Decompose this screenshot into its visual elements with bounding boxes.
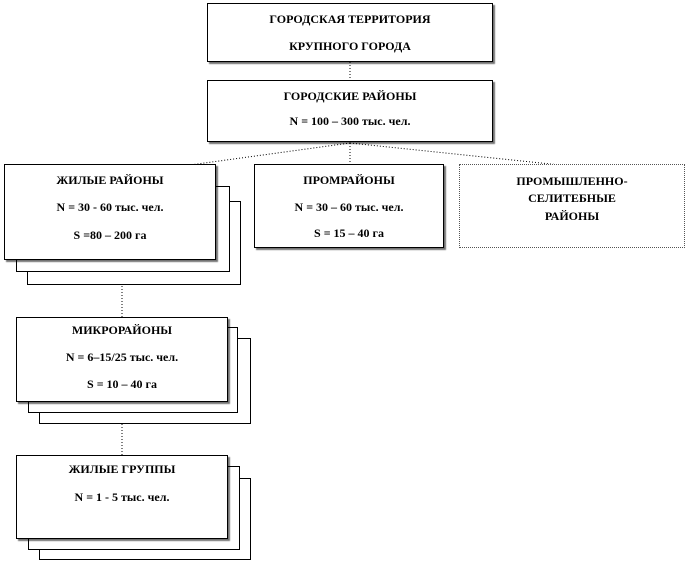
residential-population: N = 30 - 60 тыс. чел. [56, 200, 164, 214]
residential-area: S =80 – 200 га [73, 228, 147, 242]
residential-groups-box: ЖИЛЫЕ ГРУППЫ N = 1 - 5 тыс. чел. [16, 455, 228, 539]
connector-to-mixed [349, 142, 561, 166]
city-districts-population: N = 100 – 300 тыс. чел. [289, 114, 411, 128]
industrial-population: N = 30 – 60 тыс. чел. [294, 200, 404, 214]
residential-title: ЖИЛЫЕ РАЙОНЫ [56, 173, 164, 187]
industrial-title: ПРОМРАЙОНЫ [303, 173, 395, 187]
connector-to-residential [189, 142, 351, 166]
city-districts-box: ГОРОДСКИЕ РАЙОНЫ N = 100 – 300 тыс. чел. [207, 80, 493, 142]
microdistricts-population: N = 6–15/25 тыс. чел. [65, 350, 179, 364]
microdistricts-title: МИКРОРАЙОНЫ [71, 323, 173, 337]
groups-title: ЖИЛЫЕ ГРУППЫ [68, 462, 176, 476]
mixed-line1: ПРОМЫШЛЕННО- [516, 174, 628, 188]
groups-population: N = 1 - 5 тыс. чел. [74, 490, 170, 504]
city-territory-line2: КРУПНОГО ГОРОДА [289, 39, 411, 53]
microdistricts-box: МИКРОРАЙОНЫ N = 6–15/25 тыс. чел. S = 10… [16, 317, 228, 402]
mixed-line3: РАЙОНЫ [544, 209, 600, 223]
mixed-line2: СЕЛИТЕБНЫЕ [528, 191, 616, 205]
microdistricts-area: S = 10 – 40 га [87, 377, 157, 391]
residential-districts-box: ЖИЛЫЕ РАЙОНЫ N = 30 - 60 тыс. чел. S =80… [4, 164, 216, 260]
industrial-area: S = 15 – 40 га [314, 226, 384, 240]
city-districts-title: ГОРОДСКИЕ РАЙОНЫ [283, 89, 417, 103]
city-territory-line1: ГОРОДСКАЯ ТЕРРИТОРИЯ [269, 12, 431, 26]
mixed-districts-box: ПРОМЫШЛЕННО- СЕЛИТЕБНЫЕ РАЙОНЫ [459, 164, 685, 248]
city-territory-box: ГОРОДСКАЯ ТЕРРИТОРИЯ КРУПНОГО ГОРОДА [207, 3, 493, 62]
industrial-districts-box: ПРОМРАЙОНЫ N = 30 – 60 тыс. чел. S = 15 … [254, 164, 444, 248]
